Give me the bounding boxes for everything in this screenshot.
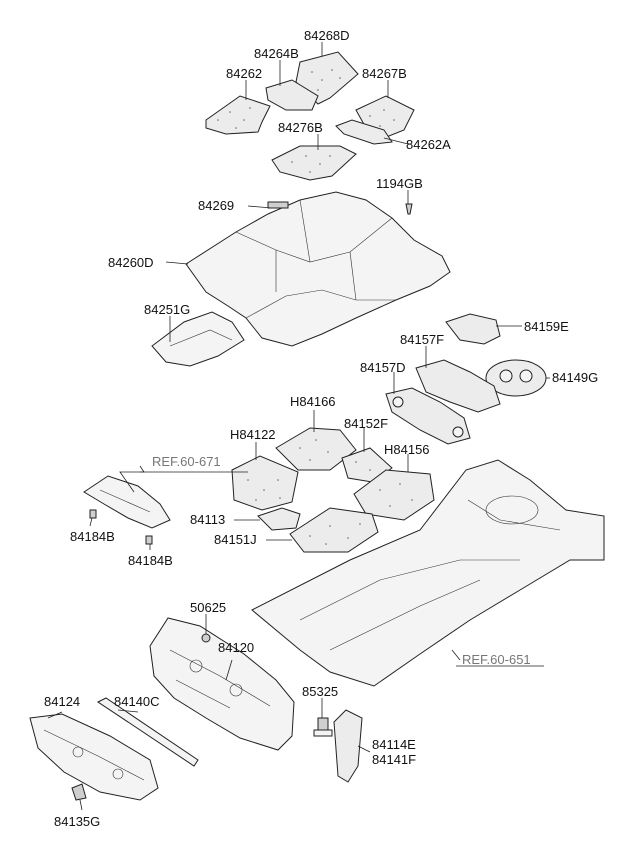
pad-H84166 — [275, 427, 357, 471]
mat-84262A — [335, 119, 393, 145]
fastener-50625 — [201, 633, 211, 643]
mat-84276B — [271, 145, 357, 181]
label-84267B: 84267B — [362, 66, 407, 81]
label-84120: 84120 — [218, 640, 254, 655]
pad-84114E-84141F — [333, 709, 363, 783]
reference-labels: REF.60-671 REF.60-651 — [152, 454, 531, 667]
label-84184B-left: 84184B — [70, 529, 115, 544]
label-85325: 85325 — [302, 684, 338, 699]
label-84262: 84262 — [226, 66, 262, 81]
label-84184B-right: 84184B — [128, 553, 173, 568]
label-84157F: 84157F — [400, 332, 444, 347]
bolt-1194GB — [405, 203, 413, 215]
pad-H84122 — [231, 455, 299, 511]
leader-lines — [47, 42, 550, 811]
label-84141F: 84141F — [372, 752, 416, 767]
label-84135G: 84135G — [54, 814, 100, 829]
label-H84122: H84122 — [230, 427, 276, 442]
label-84264B: 84264B — [254, 46, 299, 61]
seal-84140C — [97, 697, 199, 767]
label-50625: 50625 — [190, 600, 226, 615]
label-84149G: 84149G — [552, 370, 598, 385]
label-84276B: 84276B — [278, 120, 323, 135]
mat-84262 — [205, 95, 271, 135]
panel-84124 — [29, 713, 159, 801]
label-84140C: 84140C — [114, 694, 160, 709]
carpet-84260D — [185, 191, 451, 347]
label-1194GB: 1194GB — [376, 176, 423, 191]
label-84114E: 84114E — [372, 737, 416, 752]
label-H84156: H84156 — [384, 442, 430, 457]
mat-speckles — [217, 69, 395, 173]
label-84113: 84113 — [190, 512, 225, 527]
label-84251G: 84251G — [144, 302, 190, 317]
label-84260D: 84260D — [108, 255, 154, 270]
label-84157D: 84157D — [360, 360, 406, 375]
label-84262A: 84262A — [406, 137, 451, 152]
label-84124: 84124 — [44, 694, 80, 709]
bracket-84251G — [151, 311, 245, 367]
label-H84166: H84166 — [290, 394, 336, 409]
ref-label-60-651: REF.60-651 — [462, 652, 531, 667]
bracket-84184B — [83, 475, 171, 545]
mat-84264B — [265, 79, 319, 111]
label-84151J: 84151J — [214, 532, 257, 547]
insulator-84157F — [415, 359, 501, 413]
pad-84151J — [289, 507, 379, 553]
pad-speckles — [247, 439, 413, 545]
label-84152F: 84152F — [344, 416, 388, 431]
dash-insulator-84120 — [149, 617, 295, 751]
label-84159E: 84159E — [524, 319, 569, 334]
pad-84159E — [445, 313, 501, 345]
clip-84135G — [71, 783, 87, 801]
label-84268D: 84268D — [304, 28, 350, 43]
pad-84113 — [257, 507, 301, 531]
ref-label-60-671: REF.60-671 — [152, 454, 221, 469]
body-floor-panel — [251, 459, 605, 687]
fastener-85325 — [313, 717, 333, 737]
label-84269: 84269 — [198, 198, 234, 213]
part-labels: 84268D 84264B 84262 84267B 84276B 84262A… — [44, 28, 598, 829]
insulator-84157D — [385, 387, 471, 445]
